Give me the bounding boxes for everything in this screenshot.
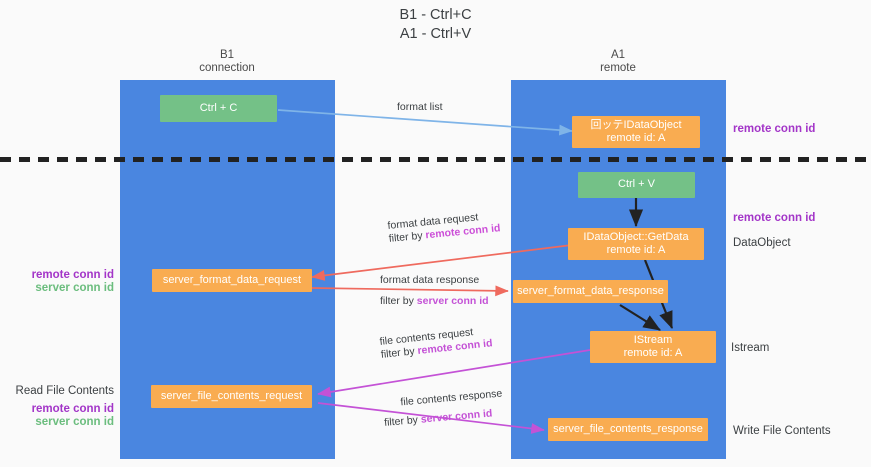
edge-label-format-data-response-filter: filter by server conn id (380, 295, 489, 308)
filter-value: server conn id (416, 295, 489, 307)
caption-write-file-contents: Write File Contents (733, 425, 831, 437)
filter-prefix: filter by (383, 413, 422, 429)
node-server-file-contents-request-label: server_file_contents_request (160, 389, 303, 402)
caption-left-server-conn-id-1: server conn id (35, 282, 114, 294)
node-server-file-contents-request[interactable]: server_file_contents_request (151, 385, 312, 408)
title-line-1: B1 - Ctrl+C (399, 7, 472, 23)
node-idataobject-getdata[interactable]: IDataObject::GetData remote id: A (568, 228, 704, 260)
node-server-format-data-response-label: server_format_data_response (517, 284, 664, 297)
lane-header-b1-role: connection (199, 62, 255, 74)
caption-read-file-contents: Read File Contents (15, 385, 114, 397)
phase-divider (0, 157, 871, 162)
node-idataobject-getdata-line2: remote id: A (606, 244, 666, 256)
edge-label-format-list-text: format list (397, 101, 443, 113)
caption-left-remote-conn-id-2: remote conn id (31, 403, 114, 415)
edge-label-format-data-response: format data response filter by server co… (380, 274, 489, 308)
node-idataobject-create[interactable]: 回ッテIDataObject remote id: A (572, 116, 700, 148)
edge-label-format-data-request: format data request filter by remote con… (387, 209, 501, 246)
caption-left-server-conn-id-2: server conn id (35, 416, 114, 428)
lane-header-a1-name: A1 (610, 49, 626, 61)
edge-label-format-data-response-text: format data response (380, 274, 480, 286)
caption-istream: Istream (731, 342, 770, 354)
node-istream-line2: remote id: A (623, 347, 683, 359)
node-server-format-data-request[interactable]: server_format_data_request (152, 269, 312, 292)
lane-header-a1: A1 remote (538, 49, 698, 75)
node-idataobject-getdata-line1: IDataObject::GetData (583, 230, 689, 243)
page-title: B1 - Ctrl+C A1 - Ctrl+V (0, 6, 871, 44)
node-server-format-data-request-label: server_format_data_request (162, 273, 302, 286)
edge-label-file-contents-response: file contents response filter by server … (382, 388, 504, 430)
node-server-file-contents-response-label: server_file_contents_response (553, 422, 703, 435)
filter-prefix: filter by (380, 345, 419, 361)
node-server-file-contents-response[interactable]: server_file_contents_response (548, 418, 708, 441)
lane-header-b1-name: B1 (219, 49, 235, 61)
filter-value: server conn id (420, 407, 493, 426)
title-line-2: A1 - Ctrl+V (399, 26, 472, 42)
node-ctrl-c-label: Ctrl + C (199, 101, 238, 114)
edge-label-file-contents-response-text: file contents response (399, 387, 503, 409)
filter-prefix: filter by (388, 229, 426, 245)
edge-label-file-contents-request: file contents request filter by remote c… (379, 324, 493, 362)
caption-remote-conn-id-top: remote conn id (733, 123, 816, 135)
lane-header-b1: B1 connection (147, 49, 307, 75)
node-istream[interactable]: IStream remote id: A (590, 331, 716, 363)
node-ctrl-v[interactable]: Ctrl + V (578, 172, 695, 198)
node-idataobject-create-line2: remote id: A (606, 132, 666, 144)
node-ctrl-c[interactable]: Ctrl + C (160, 95, 277, 122)
node-istream-line1: IStream (633, 333, 673, 346)
caption-left-remote-conn-id-1: remote conn id (31, 269, 114, 281)
edge-label-file-contents-response-filter: filter by server conn id (384, 406, 505, 429)
filter-prefix: filter by (380, 295, 417, 307)
lane-header-a1-role: remote (600, 62, 636, 74)
node-idataobject-create-line1: 回ッテIDataObject (590, 118, 682, 131)
node-server-format-data-response[interactable]: server_format_data_response (513, 280, 668, 303)
caption-dataobject: DataObject (733, 237, 791, 249)
caption-remote-conn-id-mid: remote conn id (733, 212, 816, 224)
edge-label-format-list: format list (397, 101, 443, 114)
node-ctrl-v-label: Ctrl + V (618, 178, 655, 191)
